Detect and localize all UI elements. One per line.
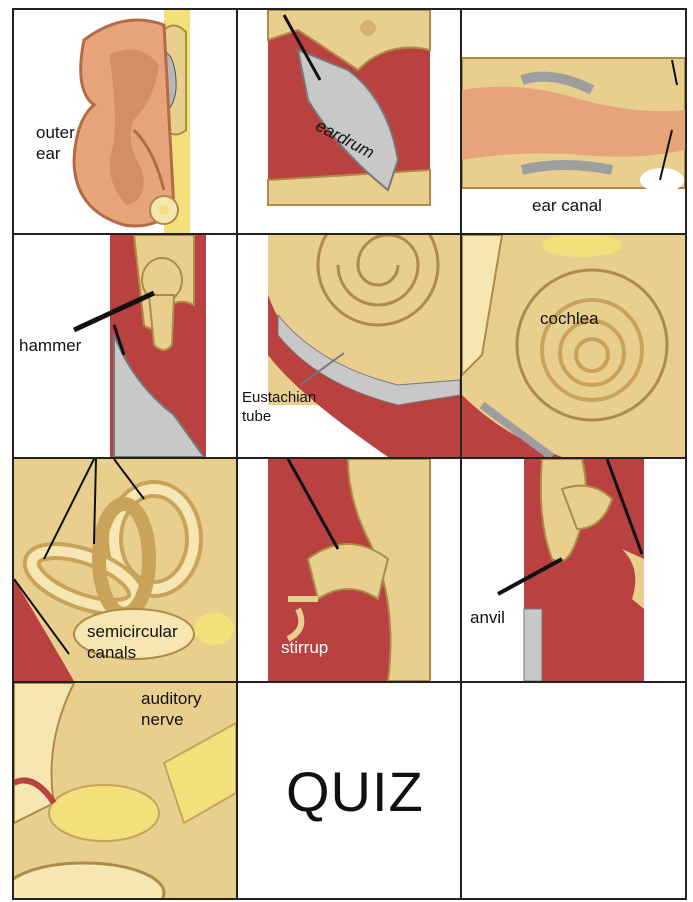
stirrup-label: stirrup bbox=[281, 637, 328, 658]
tile-empty[interactable] bbox=[462, 683, 685, 898]
quiz-title: QUIZ bbox=[286, 759, 424, 824]
tile-quiz[interactable]: QUIZ bbox=[238, 683, 460, 898]
tile-auditory-nerve[interactable]: auditory nerve bbox=[14, 683, 236, 898]
grid-divider-horizontal bbox=[14, 681, 685, 683]
anvil-illustration bbox=[462, 459, 685, 681]
cochlea-illustration bbox=[462, 235, 685, 457]
tile-ear-canal[interactable]: ear canal bbox=[462, 10, 685, 233]
ear-canal-label: ear canal bbox=[532, 195, 602, 216]
outer-ear-label: outer ear bbox=[36, 122, 75, 164]
semicircular-canals-label: semicircular canals bbox=[87, 621, 178, 663]
eardrum-illustration bbox=[238, 10, 460, 233]
tile-semicircular-canals[interactable]: semicircular canals bbox=[14, 459, 236, 681]
grid-divider-vertical bbox=[460, 10, 462, 898]
ear-anatomy-card-grid: outer ear eardrum ear canal bbox=[12, 8, 687, 900]
tile-anvil[interactable]: anvil bbox=[462, 459, 685, 681]
cochlea-label: cochlea bbox=[540, 308, 599, 329]
auditory-nerve-illustration bbox=[14, 683, 236, 898]
grid-divider-vertical bbox=[236, 10, 238, 898]
tile-outer-ear[interactable]: outer ear bbox=[14, 10, 236, 233]
grid-divider-horizontal bbox=[14, 233, 685, 235]
tile-stirrup[interactable]: stirrup bbox=[238, 459, 460, 681]
anvil-label: anvil bbox=[470, 607, 505, 628]
tile-hammer[interactable]: hammer bbox=[14, 235, 236, 457]
tile-cochlea[interactable]: cochlea bbox=[462, 235, 685, 457]
tile-eardrum[interactable]: eardrum bbox=[238, 10, 460, 233]
stirrup-illustration bbox=[238, 459, 460, 681]
auditory-nerve-label: auditory nerve bbox=[141, 688, 201, 730]
hammer-label: hammer bbox=[19, 335, 81, 356]
eustachian-tube-label: Eustachian tube bbox=[242, 388, 316, 426]
tile-eustachian-tube[interactable]: Eustachian tube bbox=[238, 235, 460, 457]
grid-divider-horizontal bbox=[14, 457, 685, 459]
